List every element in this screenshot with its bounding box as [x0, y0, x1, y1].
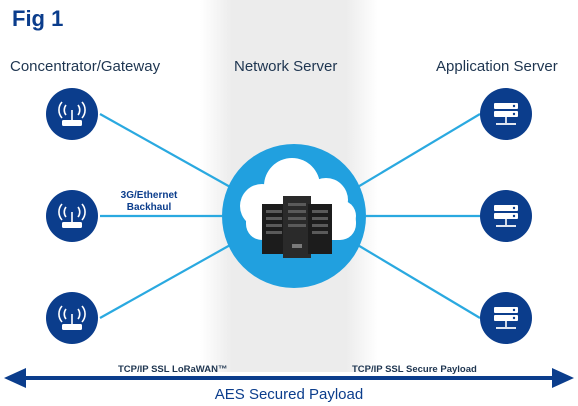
figure-title: Fig 1 — [12, 6, 64, 31]
gateway-node-1 — [46, 88, 98, 140]
payload-label: AES Secured Payload — [214, 386, 364, 403]
column-heading-network-server: Network Server — [234, 58, 338, 75]
protocol-label-right: TCP/IP SSL Secure Payload — [352, 364, 477, 375]
backhaul-label: 3G/Ethernet Backhaul — [120, 190, 178, 213]
server-rack-icon — [262, 196, 332, 258]
server-stack-icon — [494, 205, 518, 227]
link-appserver-3 — [355, 243, 481, 319]
protocol-label-left: TCP/IP SSL LoRaWAN™ — [118, 364, 228, 375]
column-heading-gateway: Concentrator/Gateway — [10, 58, 161, 75]
server-stack-icon — [494, 103, 518, 125]
link-gateway-1 — [99, 113, 233, 189]
link-appserver-1 — [355, 113, 481, 189]
application-server-node-2 — [480, 190, 532, 242]
server-stack-icon — [494, 307, 518, 329]
link-gateway-3 — [99, 243, 233, 319]
gateway-node-2 — [46, 190, 98, 242]
gateway-node-3 — [46, 292, 98, 344]
connection-lines — [99, 113, 481, 319]
wifi-router-icon — [58, 101, 86, 126]
network-server-node — [222, 144, 366, 288]
wifi-router-icon — [58, 203, 86, 228]
wifi-router-icon — [58, 305, 86, 330]
aes-payload-arrow — [4, 368, 574, 388]
application-server-node-3 — [480, 292, 532, 344]
column-heading-application-server: Application Server — [436, 58, 558, 75]
application-server-node-1 — [480, 88, 532, 140]
